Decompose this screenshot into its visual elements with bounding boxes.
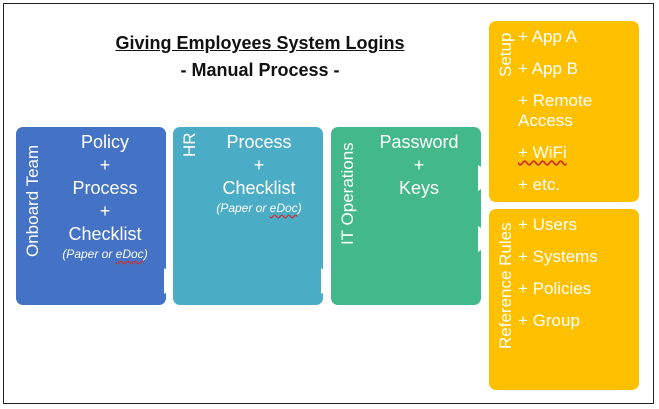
reference-rules-label: Reference Rules bbox=[496, 222, 515, 349]
it-line: + bbox=[413, 155, 425, 175]
rules-list: + Users + Systems + Policies + Group bbox=[518, 215, 636, 331]
hr-line: Process bbox=[226, 132, 292, 152]
setup-item: + App B bbox=[518, 59, 579, 78]
rules-item: + Users bbox=[518, 215, 578, 234]
hr-line: + bbox=[253, 155, 265, 175]
setup-box: Setup + App A + App B + Remote Access + … bbox=[489, 21, 639, 202]
setup-item: + etc. bbox=[518, 175, 561, 194]
hr-content: Process + Checklist (Paper or eDoc) bbox=[199, 131, 319, 216]
rules-item: + Systems bbox=[518, 247, 598, 266]
onboard-note: (Paper or eDoc) bbox=[62, 247, 148, 261]
it-operations-box: IT Operations Password + Keys bbox=[331, 127, 481, 305]
setup-label: Setup bbox=[496, 32, 515, 77]
setup-item: Access bbox=[518, 111, 573, 130]
setup-list: + App A + App B + Remote Access + WiFi +… bbox=[518, 27, 636, 195]
onboard-line: Checklist bbox=[68, 224, 142, 244]
setup-item: + Remote bbox=[518, 91, 593, 110]
onboard-line: + bbox=[99, 201, 111, 221]
hr-label: HR bbox=[180, 132, 199, 157]
it-line: Password bbox=[379, 132, 459, 152]
hr-line: Checklist bbox=[222, 178, 296, 198]
onboard-team-label: Onboard Team bbox=[23, 144, 42, 257]
onboard-line: Policy bbox=[80, 132, 129, 152]
onboard-team-box: Onboard Team Policy + Process + Checklis… bbox=[16, 127, 166, 305]
onboard-line: Process bbox=[72, 178, 138, 198]
onboard-line: + bbox=[99, 155, 111, 175]
rules-item: + Group bbox=[518, 311, 580, 330]
setup-item: + WiFi bbox=[518, 143, 567, 162]
hr-box: HR Process + Checklist (Paper or eDoc) bbox=[173, 127, 323, 305]
it-operations-content: Password + Keys bbox=[361, 131, 477, 200]
onboard-team-content: Policy + Process + Checklist (Paper or e… bbox=[46, 131, 164, 262]
it-operations-label: IT Operations bbox=[338, 142, 357, 245]
hr-note: (Paper or eDoc) bbox=[216, 201, 302, 215]
reference-rules-box: Reference Rules + Users + Systems + Poli… bbox=[489, 209, 639, 390]
setup-item: + App A bbox=[518, 27, 578, 46]
diagram-title: Giving Employees System Logins bbox=[115, 33, 405, 53]
diagram-subtitle: - Manual Process - bbox=[180, 60, 340, 80]
rules-item: + Policies bbox=[518, 279, 592, 298]
it-line: Keys bbox=[398, 178, 440, 198]
